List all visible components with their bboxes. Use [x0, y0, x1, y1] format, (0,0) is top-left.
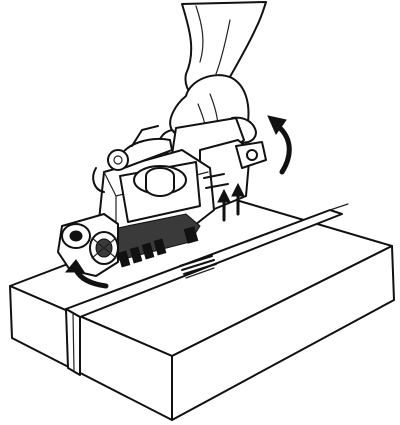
- rod-2: [205, 183, 229, 189]
- strap-seal-marks: [179, 255, 217, 279]
- sleeve-fold-2: [215, 19, 231, 75]
- box-side-face: [171, 245, 395, 421]
- pull-back-arrow: [64, 259, 109, 289]
- rotate-up-arrow: [267, 115, 292, 175]
- top-knob: [107, 149, 129, 171]
- strap-top-end: [329, 203, 349, 211]
- clamp-tooth-5: [183, 226, 199, 244]
- clamp-tooth-3: [141, 242, 155, 260]
- gear-spokes: [91, 237, 117, 259]
- front-wheel-hub: [69, 230, 83, 242]
- bracket-pin: [246, 149, 258, 161]
- lift-arrow-2: [231, 182, 245, 216]
- lift-arrow-1: [217, 188, 231, 222]
- rod-1: [203, 173, 225, 179]
- strapping-tool: [57, 117, 267, 277]
- top-hose: [92, 167, 105, 193]
- top-knob-center: [113, 155, 123, 165]
- cardboard-box: [9, 199, 395, 421]
- clamp-tooth-1: [117, 250, 131, 268]
- sleeve-fold-1: [195, 5, 204, 63]
- cap-cylinder: [145, 176, 175, 197]
- top-lever-arm: [131, 125, 159, 147]
- clamp-tooth-2: [129, 246, 143, 264]
- strap-front-center: [72, 312, 75, 372]
- clamp-tooth-4: [153, 238, 167, 256]
